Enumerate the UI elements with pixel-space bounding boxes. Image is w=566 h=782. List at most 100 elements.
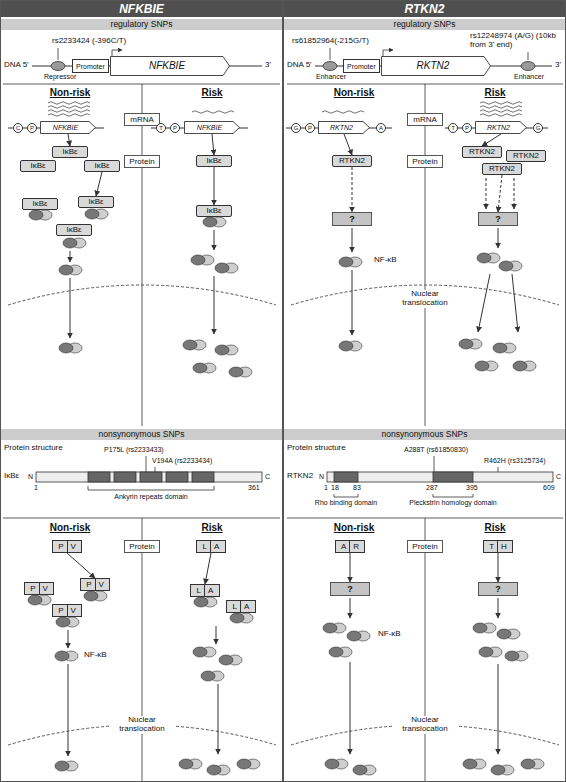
nfkb-complex (194, 597, 217, 607)
node-text: IκBε (206, 157, 221, 165)
node-text: P (83, 579, 94, 590)
gene-outline (382, 57, 491, 76)
gene-outline (476, 122, 527, 134)
protein-box: IκBε (22, 198, 58, 210)
text-label: Ankyrin repeats domain (114, 493, 188, 501)
node-text: ? (349, 215, 355, 224)
nfkb-complex (215, 263, 238, 273)
nfkb-complex (499, 261, 522, 271)
divider-line (425, 518, 426, 781)
node-text: T (159, 125, 163, 131)
snp-tick (112, 50, 122, 56)
protein-bar (327, 472, 553, 482)
text-label: 3' (555, 61, 561, 70)
nfkb-complex (473, 623, 496, 633)
node-text: RTKN2 (405, 3, 445, 15)
pathway-arrow (214, 230, 215, 250)
gene-outline (319, 122, 370, 134)
section-band: regulatory SNPs (284, 19, 565, 30)
node-text: L (200, 541, 210, 552)
unknown-box: ? (478, 212, 518, 226)
pathway-arrow (214, 276, 215, 334)
arrow-connector (352, 167, 353, 212)
node-text: Protein (129, 543, 154, 551)
arrow-connector (498, 553, 499, 582)
group-heading: Non-risk (334, 522, 375, 533)
text-label: Nuclear translocation (392, 716, 458, 734)
pathway-arrow (498, 228, 499, 248)
text-label: Repressor (44, 73, 76, 81)
residue-box: PV (80, 578, 110, 591)
divider-line (142, 84, 143, 426)
allele-circle: P (305, 123, 315, 133)
node-text: mRNA (130, 116, 154, 124)
pathway-arrow (512, 274, 518, 332)
nfkb-complex (459, 339, 482, 349)
nfkb-complex (55, 651, 78, 661)
protein-box: RTKN2 (506, 150, 546, 162)
text-label: Protein structure (4, 444, 63, 453)
nfkb-complex (28, 595, 51, 605)
text-label: IκBε (4, 472, 19, 481)
pathway-arrow (70, 251, 71, 262)
node-text: NFKBIE (53, 124, 78, 131)
node-text: nonsynonymous SNPs (99, 430, 185, 439)
node-text: RTKN2 (469, 148, 495, 156)
node-text: A (379, 125, 383, 131)
divider-line (3, 84, 280, 85)
node-text: T (486, 541, 497, 552)
protein-bar (114, 472, 136, 482)
arrow-connector (96, 172, 102, 196)
stage-label-box: Protein (407, 155, 443, 168)
section-header: NFKBIE (1, 1, 282, 17)
protein-bar (166, 472, 188, 482)
protein-bar (433, 472, 473, 482)
text-label: P175L (rs2233433) (104, 446, 164, 454)
nfkb-complex (347, 631, 370, 641)
nfkb-complex (193, 363, 216, 373)
stage-label-box: Protein (407, 540, 443, 553)
text-label: Enhancer (514, 73, 544, 81)
node-text: G (536, 125, 541, 131)
regulatory-element (323, 62, 337, 71)
pathway-arrow (70, 278, 71, 338)
section-band: nonsynonymous SNPs (1, 429, 282, 440)
nfkb-complex (353, 765, 376, 775)
arrow-connector (482, 134, 501, 146)
nfkb-complex (55, 761, 78, 771)
promoter-box: Promoter (343, 59, 380, 73)
arrow-connector (67, 553, 95, 578)
domain-bracket (433, 494, 473, 497)
allele-circle: P (462, 123, 472, 133)
group-heading: Non-risk (334, 87, 375, 98)
pathway-arrow (514, 178, 515, 209)
allele-circle: G (533, 123, 543, 133)
nfkb-complex (329, 647, 352, 657)
text-label: Nuclear translocation (392, 290, 458, 308)
section-band: nonsynonymous SNPs (284, 429, 565, 440)
panel-frame (1, 1, 283, 782)
residue-box: TH (483, 540, 513, 553)
nfkb-complex (513, 361, 536, 371)
node-text: RKTN2 (487, 124, 510, 131)
text-label: 1 (324, 484, 328, 492)
text-label: N (319, 473, 324, 481)
residue-box: PV (52, 604, 82, 617)
arrow-connector (214, 167, 215, 205)
domain-bracket (334, 494, 358, 497)
arrow-connector (212, 134, 214, 155)
node-text: C (16, 125, 20, 131)
regulatory-element (51, 62, 65, 71)
pathway-arrow (350, 598, 351, 618)
node-text: NFKBIE (119, 3, 164, 15)
gene-arrow: RKTN2 (381, 56, 491, 76)
mrna-wave (48, 102, 522, 117)
node-text: P (55, 605, 66, 616)
mrna-wave (48, 114, 90, 117)
unknown-box: ? (332, 212, 372, 226)
text-label: C (556, 473, 561, 481)
node-text: NFKBIE (197, 124, 222, 131)
